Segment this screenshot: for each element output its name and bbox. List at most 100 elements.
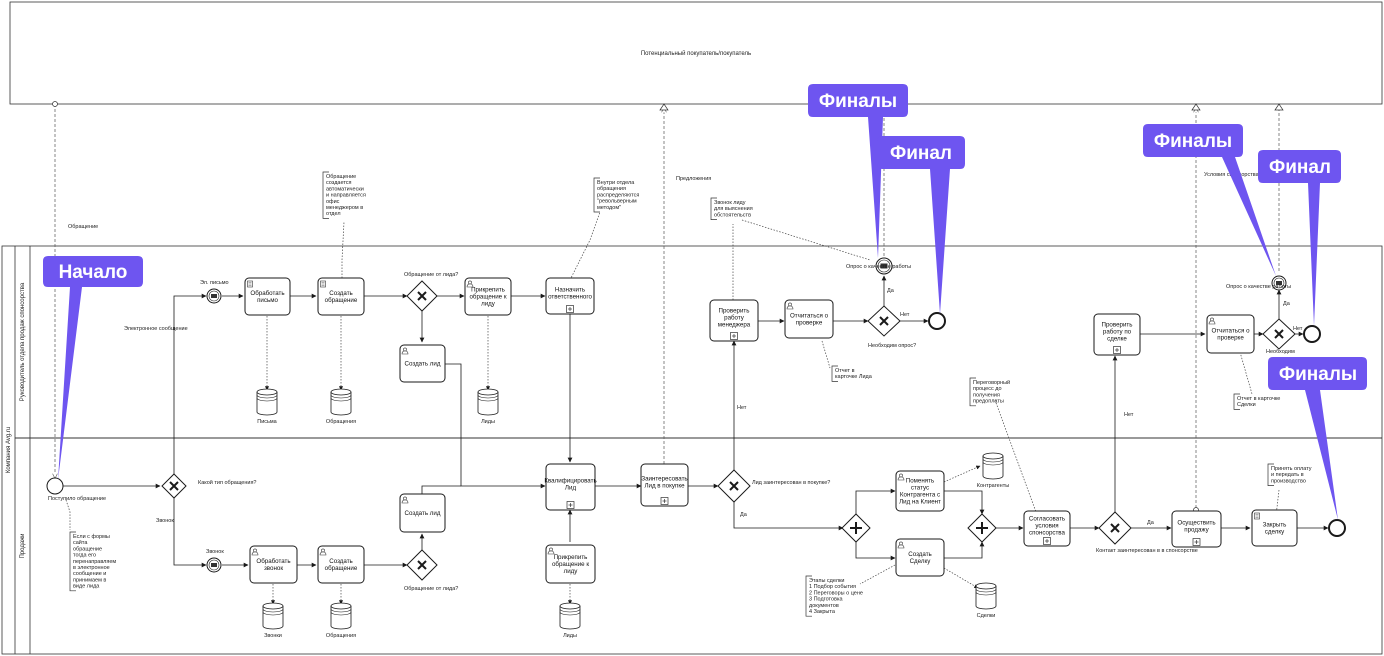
task-label: Создать лид xyxy=(405,510,441,517)
datastore-label: Лиды xyxy=(481,419,495,425)
lane-head-of-sales: Руководитель отдела продаж спонсорства xyxy=(20,282,26,401)
company-pool-title: Компания Avg.ru xyxy=(6,427,12,473)
script-task-icon xyxy=(320,280,326,288)
subprocess-marker-icon xyxy=(1192,538,1201,546)
gateway-interested-label: Лид заинтересован в покупке? xyxy=(752,480,830,486)
end-event-1 xyxy=(928,312,946,330)
datastore-requests-top: Обращения xyxy=(326,388,356,425)
customer-pool xyxy=(9,1,1383,105)
svg-text:Начало: Начало xyxy=(59,262,128,283)
datastore-calls: Звонки xyxy=(262,602,284,639)
survey-event-1 xyxy=(875,257,893,275)
label-offer-msg: Предложения xyxy=(676,176,711,182)
lane-sales: Продажи xyxy=(20,533,26,558)
flow-electronic-label: Электронное сообщение xyxy=(124,326,188,332)
callout-finals-3: Финалы xyxy=(1268,357,1367,520)
datastore-label: Контрагенты xyxy=(977,483,1009,489)
svg-text:Финал: Финал xyxy=(1269,157,1331,178)
gateway-contact-label: Контакт заинтересован в в спонсорстве xyxy=(1096,548,1198,554)
callout-finals-1: Финалы xyxy=(808,84,908,258)
survey-event-2 xyxy=(1271,275,1287,291)
callout-final-1: Финал xyxy=(877,136,965,314)
gateway-lead-top-label: Обращение от лида? xyxy=(404,272,458,278)
subprocess-marker-icon xyxy=(566,501,575,509)
call-message-event xyxy=(206,557,222,573)
subprocess-marker-icon xyxy=(730,332,738,340)
datastore-label: Звонки xyxy=(264,633,282,639)
end-event-2 xyxy=(1303,325,1321,343)
script-task-icon xyxy=(247,280,253,288)
datastore-label: Сделки xyxy=(977,613,996,619)
call-event-label: Звонок xyxy=(206,549,224,555)
svg-text:Финалы: Финалы xyxy=(819,91,897,112)
task-create-lead-bottom: Создать лид xyxy=(399,493,446,533)
datastore-counterparties: Контрагенты xyxy=(977,452,1009,489)
flow-no-label: Нет xyxy=(737,405,747,411)
flow-no3-label: Нет xyxy=(1124,412,1134,418)
subprocess-marker-icon xyxy=(1043,537,1051,545)
start-event xyxy=(46,477,64,495)
flow-yes4-label: Да xyxy=(1283,301,1291,307)
company-pool xyxy=(1,245,1383,655)
customer-pool-title: Потенциальный покупатель/покупатель xyxy=(641,50,751,57)
datastore-requests-bottom: Обращения xyxy=(326,602,356,639)
subprocess-marker-icon xyxy=(1113,346,1121,354)
flow-yes2-label: Да xyxy=(887,288,895,294)
gateway-type-label: Какой тип обращения? xyxy=(198,479,256,486)
svg-text:Финалы: Финалы xyxy=(1279,364,1357,385)
svg-text:Финалы: Финалы xyxy=(1154,131,1232,152)
flow-no2-label: Нет xyxy=(900,312,910,318)
datastore-label: Письма xyxy=(257,419,277,425)
flow-no4-label: Нет xyxy=(1293,326,1303,332)
survey-event-1-label: Опрос о качестве работы xyxy=(846,264,911,270)
gateway-lead-bottom-label: Обращение от лида? xyxy=(404,586,458,592)
datastore-label: Лиды xyxy=(563,633,577,639)
email-event-label: Эл. письмо xyxy=(200,280,229,286)
datastore-label: Обращения xyxy=(326,633,356,639)
start-event-label: Поступило обращение xyxy=(48,496,106,502)
svg-text:Финал: Финал xyxy=(890,143,952,164)
datastore-letters: Письма xyxy=(256,388,278,425)
task-create-lead-top: Создать лид xyxy=(399,344,446,383)
